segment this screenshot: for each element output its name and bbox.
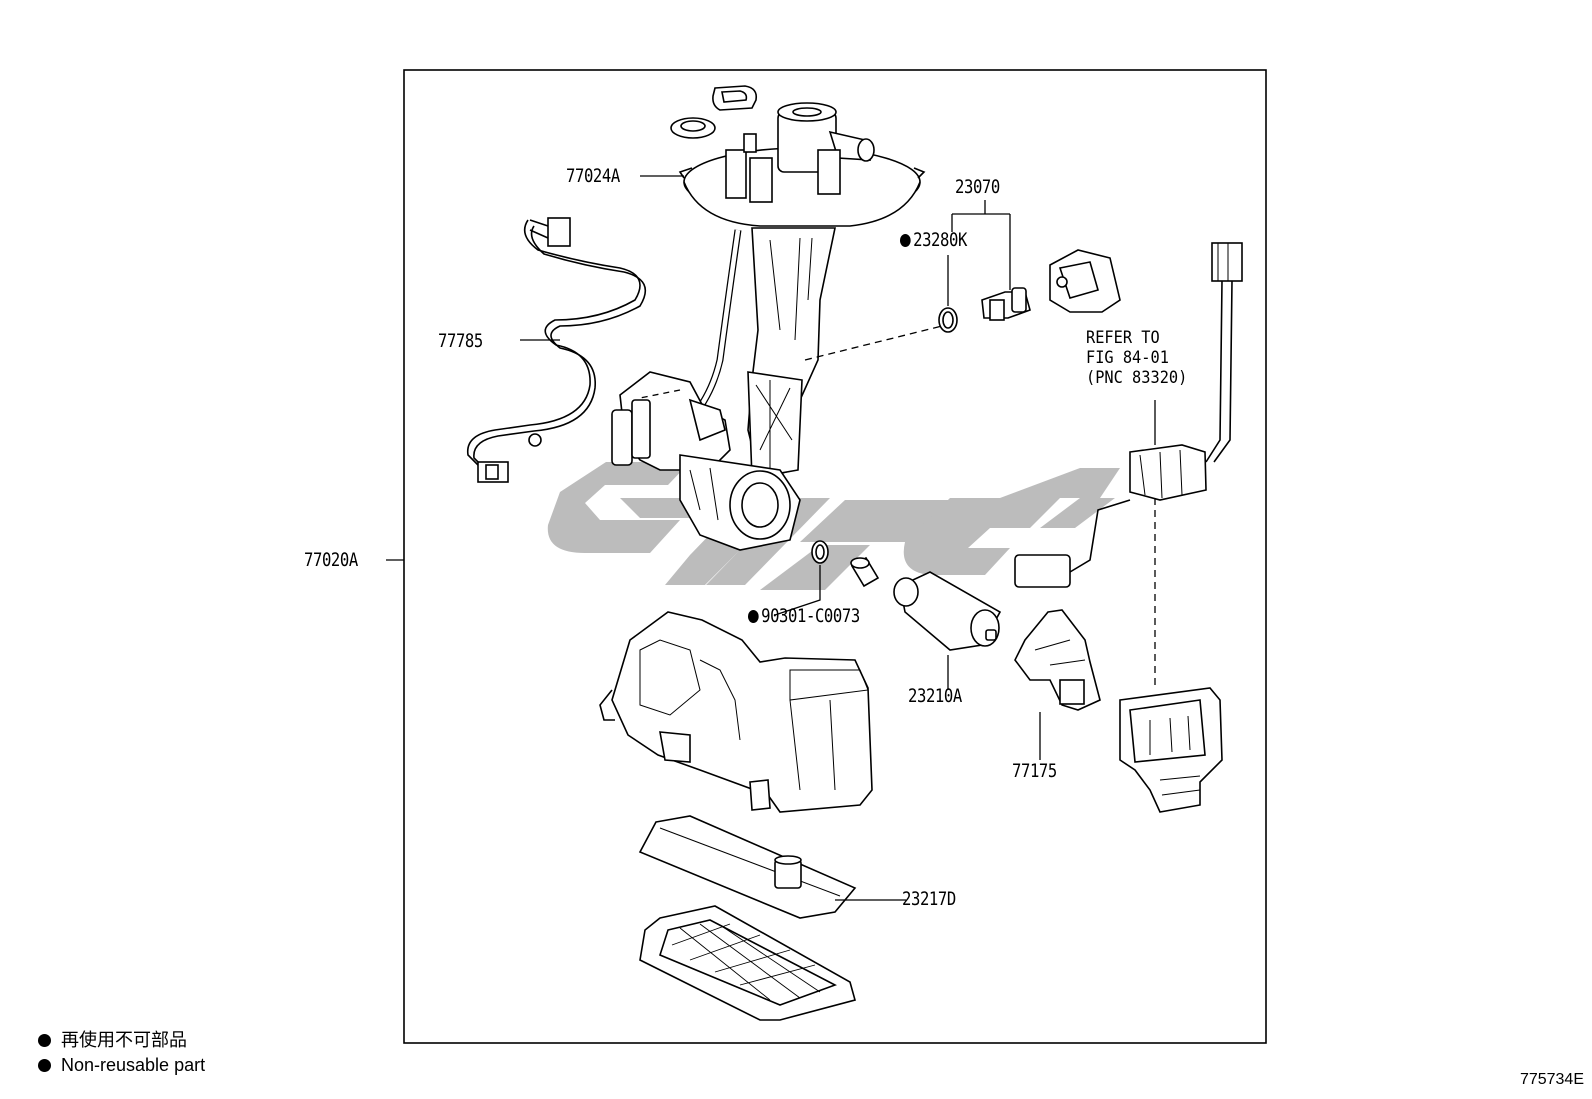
diagram-frame: [403, 69, 1267, 1044]
part-90301-drawing: [811, 540, 880, 588]
part-77785-drawing: [466, 217, 647, 483]
legend-dot-icon: [38, 1034, 51, 1047]
label-77785: 77785: [438, 330, 483, 352]
legend-japanese: 再使用不可部品: [38, 1028, 187, 1052]
label-77024A: 77024A: [566, 165, 620, 187]
refer-note-line2: FIG 84-01: [1086, 348, 1169, 368]
fuel-sender-drawing: [1014, 242, 1243, 588]
part-77024A-drawing: [670, 85, 926, 227]
part-23280K-drawing: [938, 307, 958, 333]
legend-english: Non-reusable part: [38, 1053, 205, 1077]
figure-code: 775734E: [1519, 1071, 1584, 1088]
label-23280K: 23280K: [900, 229, 967, 251]
part-23210A-drawing: [893, 571, 1002, 651]
legend-japanese-text: 再使用不可部品: [61, 1030, 187, 1050]
label-90301-text: 90301-C0073: [761, 605, 860, 627]
part-77175-drawing: [1014, 609, 1101, 711]
refer-note: REFER TO FIG 84-01 (PNC 83320): [1086, 328, 1187, 388]
refer-note-line1: REFER TO: [1086, 328, 1160, 348]
non-reusable-dot-90301: [748, 610, 759, 623]
label-77175: 77175: [1012, 760, 1057, 782]
label-23217D: 23217D: [902, 888, 956, 910]
non-reusable-dot-23280K: [900, 234, 911, 247]
reservoir-housing-drawing: [599, 611, 873, 813]
part-23070-drawing: [981, 249, 1121, 321]
refer-note-line3: (PNC 83320): [1086, 368, 1188, 388]
label-90301-C0073: 90301-C0073: [748, 605, 860, 627]
bracket-drawing: [1119, 687, 1223, 813]
part-23217D-drawing: [638, 815, 857, 1021]
legend-dot-icon: [38, 1059, 51, 1072]
label-23070: 23070: [955, 176, 1000, 198]
label-77020A: 77020A: [304, 549, 358, 571]
label-23280K-text: 23280K: [913, 229, 967, 251]
legend-english-text: Non-reusable part: [61, 1055, 206, 1075]
label-23210A: 23210A: [908, 685, 962, 707]
leader-lines: [386, 175, 1156, 901]
